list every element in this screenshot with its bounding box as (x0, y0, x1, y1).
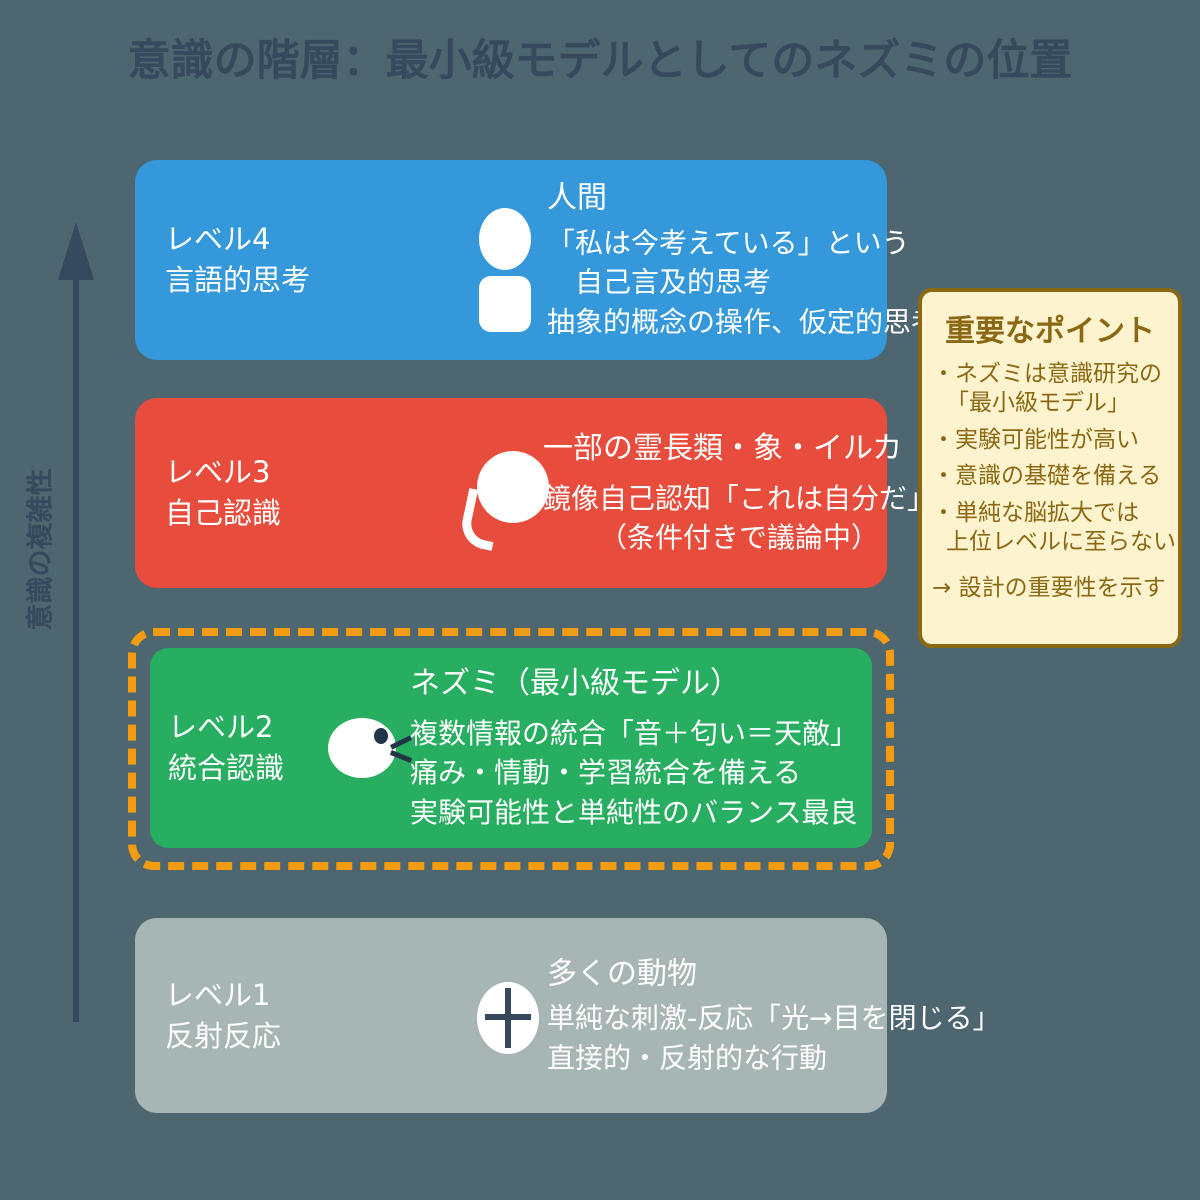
level-3-name: 自己認識 (165, 496, 282, 530)
key-point-item-3: ・意識の基礎を備える (932, 462, 1168, 491)
reflex-cross-horizontal (485, 1013, 531, 1020)
level-3-left-labels: レベル3 自己認識 (165, 452, 281, 534)
axis-shaft (73, 274, 79, 1022)
key-point-2-line-1: 実験可能性が高い (955, 426, 1139, 453)
level-card-1[interactable]: レベル1 反射反応 多くの動物 単純な刺激-反応「光→目を閉じる」 直接的・反射… (135, 918, 1001, 1113)
level-card-4[interactable]: レベル4 言語的思考 人間 「私は今考えている」という 自己言及的思考 抽象的概… (135, 160, 939, 360)
key-points-panel: 重要なポイント ・ネズミは意識研究の 「最小級モデル」 ・実験可能性が高い ・意… (918, 288, 1182, 648)
monkey-head-shape (477, 451, 549, 523)
key-point-item-1: ・ネズミは意識研究の 「最小級モデル」 (932, 360, 1168, 419)
mouse-head-shape (328, 718, 396, 778)
reflex-cross-icon (463, 956, 553, 1076)
level-1-left-labels: レベル1 反射反応 (165, 974, 281, 1056)
level-2-line-1: 複数情報の統合「音＋匂い＝天敵」 (410, 716, 859, 750)
key-point-item-4: ・単純な脳拡大では 上位レベルに至らない (932, 499, 1176, 558)
level-4-line-1: 「私は今考えている」という (547, 226, 910, 260)
key-point-3-line-1: 意識の基礎を備える (955, 463, 1162, 490)
level-1-name: 反射反応 (165, 1018, 282, 1053)
level-2-label: レベル2 (168, 709, 274, 744)
level-2-highlight-frame (128, 628, 894, 870)
complexity-axis-arrow (58, 222, 94, 1022)
level-3-line-1: 鏡像自己認知「これは自分だ」 (543, 481, 936, 515)
key-point-bullet-1: ・ (932, 361, 955, 387)
key-point-1-line-2: 「最小級モデル」 (946, 390, 1130, 417)
key-points-conclusion: → 設計の重要性を示す (932, 574, 1166, 601)
key-point-1-line-1: ネズミは意識研究の (955, 361, 1162, 387)
axis-label: 意識の複雑性 (25, 468, 57, 631)
key-point-bullet-4: ・ (932, 499, 955, 526)
mouse-eye-shape (374, 728, 388, 744)
level-2-name: 統合認識 (168, 751, 285, 785)
level-2-line-3: 実験可能性と単純性のバランス最良 (410, 796, 858, 830)
key-point-bullet-2: ・ (932, 426, 955, 453)
level-1-label: レベル1 (165, 977, 271, 1012)
level-4-left-labels: レベル4 言語的思考 (165, 219, 310, 301)
up-arrow-icon (58, 222, 94, 280)
key-point-bullet-3: ・ (932, 463, 955, 490)
key-point-4-line-1: 単純な脳拡大では (955, 499, 1139, 526)
level-1-heading: 多くの動物 (547, 955, 697, 991)
level-4-line-3: 抽象的概念の操作、仮定的思考 (547, 305, 940, 339)
level-4-label: レベル4 (165, 221, 271, 256)
level-1-line-2: 直接的・反射的な行動 (547, 1041, 828, 1075)
level-3-line-2: （条件付きで議論中） (599, 521, 880, 555)
level-3-description: 一部の霊長類・象・イルカ 鏡像自己認知「これは自分だ」 （条件付きで議論中） (543, 428, 935, 558)
key-point-4-line-2: 上位レベルに至らない (946, 529, 1176, 556)
level-1-line-1: 単純な刺激-反応「光→目を閉じる」 (547, 1001, 1001, 1035)
key-point-item-2: ・実験可能性が高い (932, 426, 1168, 455)
level-2-description: ネズミ（最小級モデル） 複数情報の統合「音＋匂い＝天敵」 痛み・情動・学習統合を… (410, 663, 858, 833)
level-3-label: レベル3 (165, 454, 271, 489)
human-figure-icon (463, 200, 553, 332)
human-body-shape (479, 276, 531, 332)
monkey-icon (457, 433, 553, 553)
level-4-description: 人間 「私は今考えている」という 自己言及的思考 抽象的概念の操作、仮定的思考 (547, 178, 939, 343)
human-head-shape (479, 208, 531, 270)
page-title: 意識の階層：最小級モデルとしてのネズミの位置 (127, 36, 1073, 86)
level-card-3[interactable]: レベル3 自己認識 一部の霊長類・象・イルカ 鏡像自己認知「これは自分だ」 （条… (135, 398, 935, 588)
level-4-heading: 人間 (547, 180, 607, 216)
level-4-name: 言語的思考 (165, 263, 311, 297)
key-points-title: 重要なポイント (945, 314, 1155, 349)
level-2-heading: ネズミ（最小級モデル） (410, 666, 740, 702)
level-4-line-2: 自己言及的思考 (547, 265, 772, 299)
mouse-icon (320, 688, 413, 808)
level-2-line-2: 痛み・情動・学習統合を備える (410, 756, 802, 790)
level-2-left-labels: レベル2 統合認識 (168, 707, 284, 789)
level-1-description: 多くの動物 単純な刺激-反応「光→目を閉じる」 直接的・反射的な行動 (547, 953, 1001, 1078)
key-points-list: ・ネズミは意識研究の 「最小級モデル」 ・実験可能性が高い ・意識の基礎を備える… (932, 360, 1176, 558)
level-3-heading: 一部の霊長類・象・イルカ (543, 430, 903, 466)
level-card-2[interactable]: レベル2 統合認識 ネズミ（最小級モデル） 複数情報の統合「音＋匂い＝天敵」 痛… (150, 648, 872, 848)
